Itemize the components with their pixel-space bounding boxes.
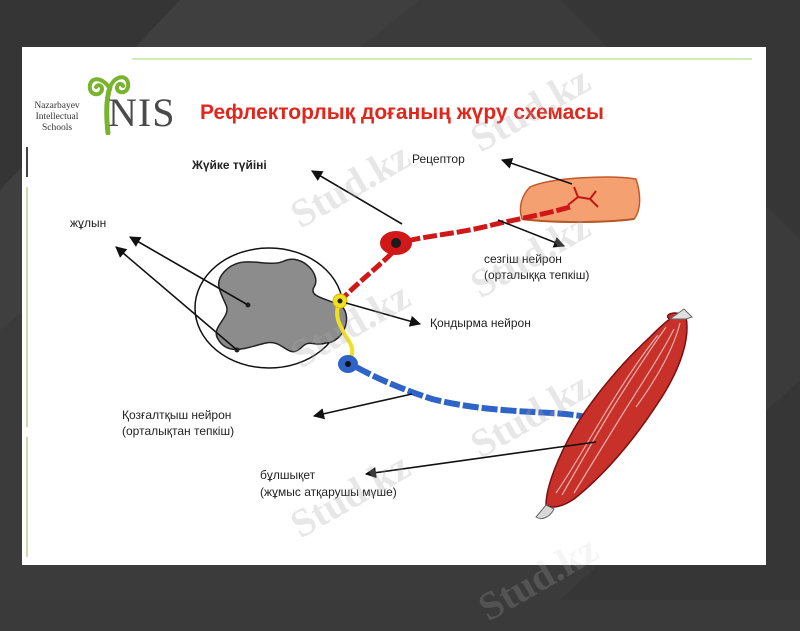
label-effector-line1: бұлшықет [260,468,316,482]
slide-canvas: Nazarbayev Intellectual Schools NIS Рефл… [22,47,766,565]
logo-sprout-icon [87,75,131,135]
label-motor-neuron-line2: (орталықтан тепкіш) [122,424,235,438]
label-interneuron: Қондырма нейрон [430,316,531,330]
logo-acronym: NIS [108,90,176,135]
label-effector-line2: (жұмыс атқарушы мүше) [260,485,397,499]
label-sensory-neuron-line2: (орталыққа тепкіш) [484,268,590,282]
muscle-effector [535,308,693,520]
label-receptor: Рецептор [412,152,465,166]
logo-school-text: Nazarbayev Intellectual Schools [34,101,80,133]
label-spinal-cord: жұлын [70,216,107,230]
spinal-cord [194,247,348,369]
sensory-neuron [342,204,571,299]
label-arrows [115,157,597,479]
page-title: Рефлекторлық доғаның жүру схемасы [200,101,604,124]
label-sensory-neuron-line1: сезгіш нейрон [484,252,562,266]
reflex-arc-diagram [115,157,693,520]
motor-neuron [338,355,601,422]
header-rule [132,58,752,60]
label-motor-neuron-line1: Қозғалтқыш нейрон [122,408,232,422]
label-ganglion: Жүйке түйіні [192,158,267,172]
left-decoration [26,147,28,557]
